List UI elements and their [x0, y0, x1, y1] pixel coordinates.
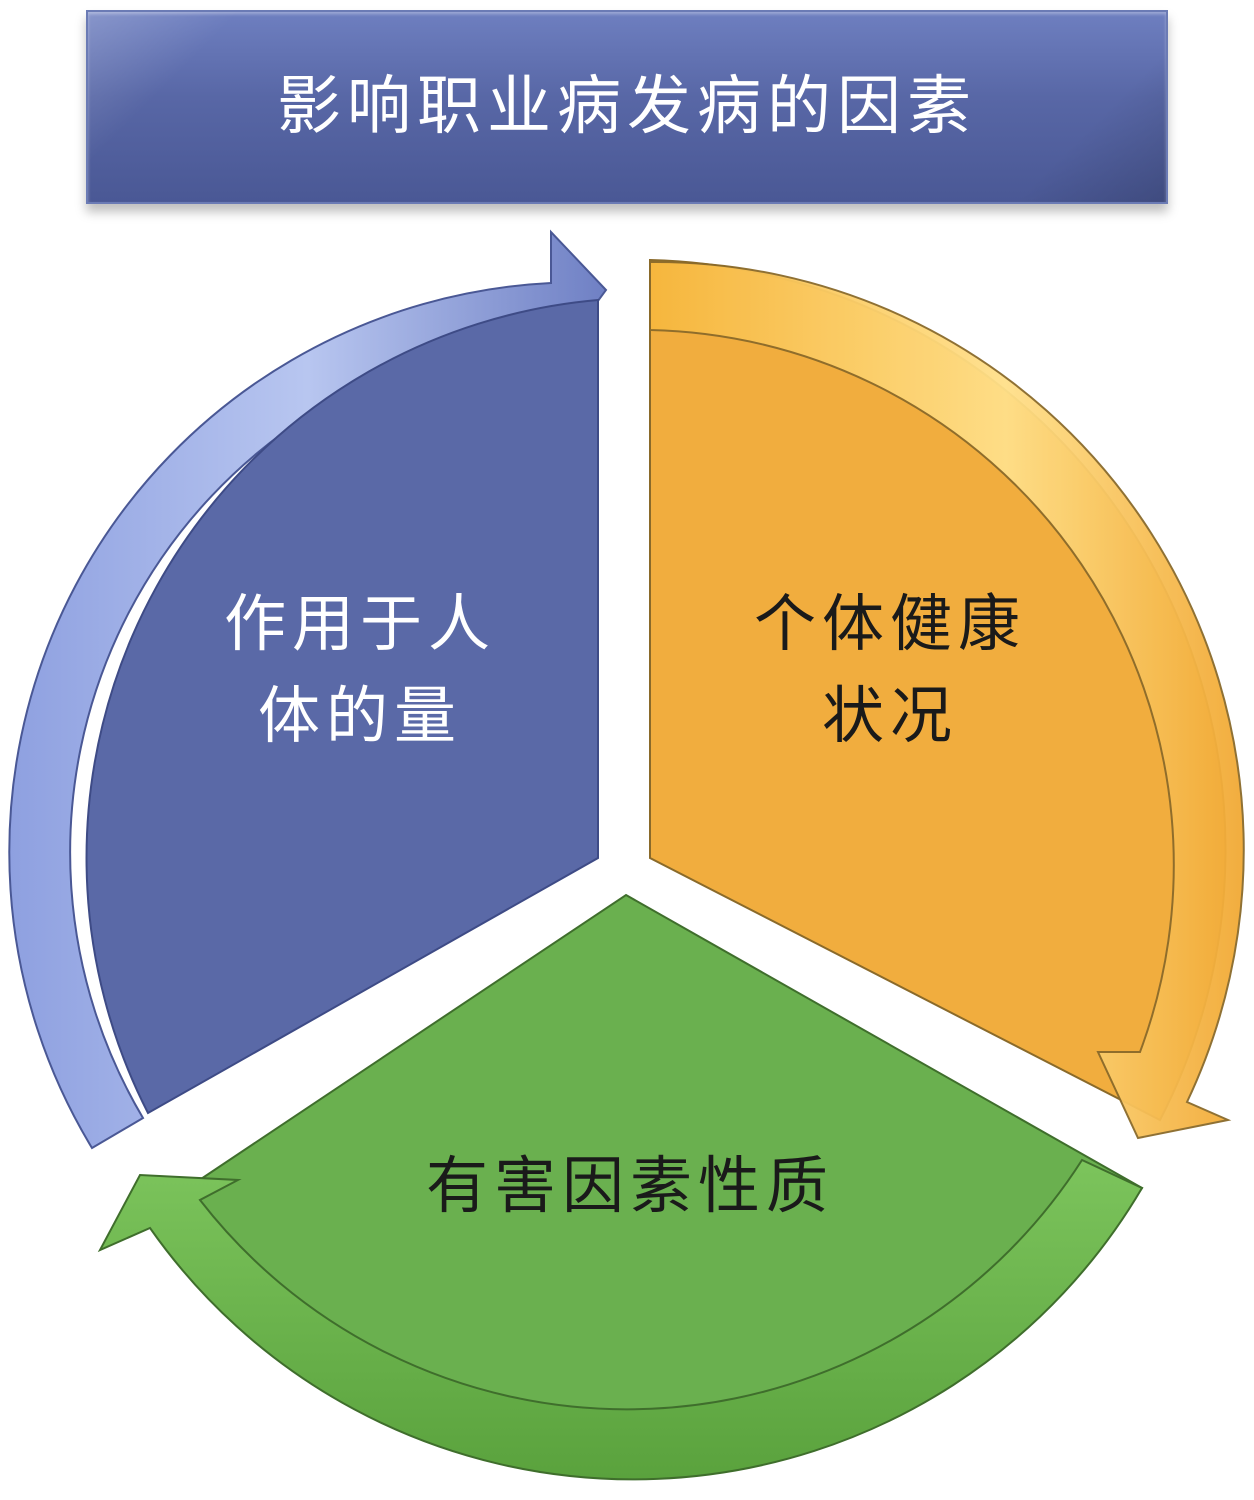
segment-green — [97, 893, 1144, 1481]
segment-orange — [649, 258, 1245, 1140]
segment-label-orange: 个体健康 状况 — [753, 587, 1026, 752]
diagram-title: 影响职业病发病的因素 — [277, 70, 977, 144]
blue-wedge — [85, 298, 599, 1115]
segment-label-green: 有害因素性质 — [425, 1149, 834, 1222]
segment-label-blue: 作用于人 体的量 — [223, 587, 496, 752]
title-banner: 影响职业病发病的因素 — [86, 10, 1168, 204]
orange-arrow-band — [649, 260, 1245, 1140]
green-arrow-band — [97, 1158, 1144, 1481]
segment-blue — [8, 229, 608, 1150]
